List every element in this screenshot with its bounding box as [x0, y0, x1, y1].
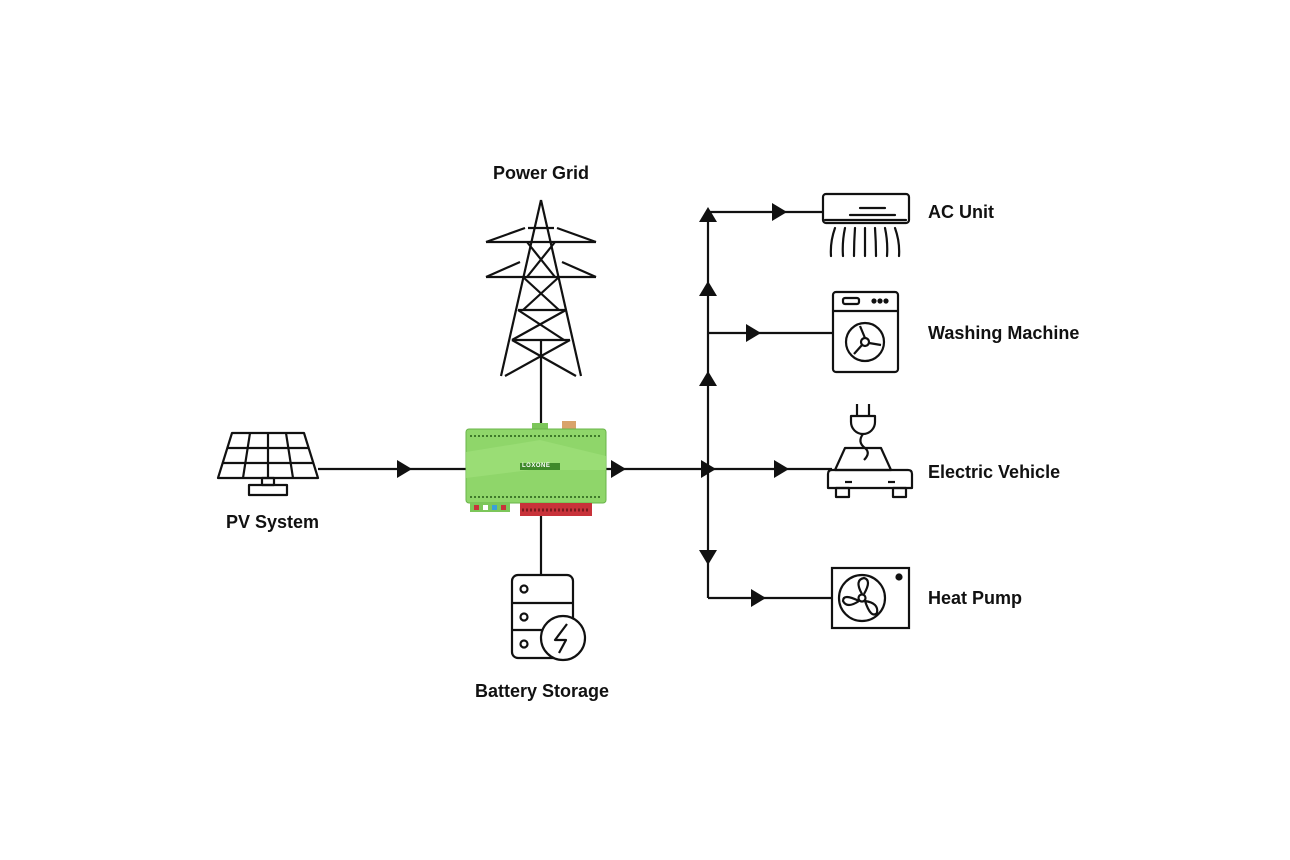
arrow-bus-up-3 — [699, 371, 717, 386]
electric-car-icon — [826, 404, 914, 499]
connection-lines — [318, 210, 832, 600]
miniserver-controller-icon — [465, 421, 607, 516]
ac-unit-label: AC Unit — [928, 202, 994, 222]
arrow-ev — [774, 460, 789, 478]
solar-panel-icon — [216, 431, 320, 497]
power-grid-label: Power Grid — [493, 163, 590, 183]
arrow-washer — [746, 324, 761, 342]
arrowheads — [397, 203, 789, 607]
pv-system-label: PV System — [226, 512, 320, 532]
arrow-heatpump — [751, 589, 766, 607]
arrow-bus-up-2 — [699, 281, 717, 296]
arrow-bus-up-1 — [699, 207, 717, 222]
washing-machine-label: Washing Machine — [928, 323, 1080, 343]
heat-pump-icon — [830, 566, 911, 630]
air-conditioner-icon — [821, 192, 911, 258]
washing-machine-icon — [831, 290, 900, 374]
electric-vehicle-label: Electric Vehicle — [928, 462, 1061, 482]
power-pylon-icon — [485, 199, 597, 377]
battery-storage-label: Battery Storage — [475, 681, 610, 701]
heat-pump-label: Heat Pump — [928, 588, 1023, 608]
arrow-bus-center — [701, 460, 716, 478]
arrow-bus-down — [699, 550, 717, 565]
arrow-controller-out — [611, 460, 626, 478]
arrow-ac — [772, 203, 787, 221]
controller-brand-label: LOXONE — [522, 463, 551, 469]
arrow-pv — [397, 460, 412, 478]
battery-storage-icon — [510, 573, 587, 662]
